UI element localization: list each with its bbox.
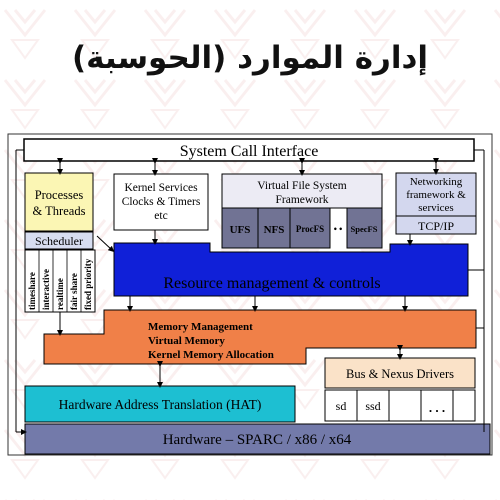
scheduler-box — [24, 231, 94, 250]
ufs-box — [221, 207, 259, 249]
tcpip-box — [395, 215, 477, 235]
sched-class-realtime: realtime — [55, 278, 65, 310]
procfs-box — [289, 207, 331, 249]
hat-label: Hardware Address Translation (HAT) — [59, 397, 262, 412]
driver-more-box — [420, 389, 454, 422]
fs-ellipsis: • • — [334, 224, 343, 234]
etc-label: etc — [154, 210, 167, 222]
vfs-framework-label: Framework — [275, 194, 328, 206]
system-call-interface-label: System Call Interface — [180, 143, 319, 160]
hardware-label: Hardware – SPARC / x86 / x64 — [163, 432, 352, 448]
bus-nexus-box — [324, 357, 476, 389]
driver-ssd-box — [356, 389, 390, 422]
driver-sd-box — [324, 389, 358, 422]
connector-arrows — [15, 149, 485, 435]
memory-management-label: Memory Management — [148, 321, 253, 333]
ufs-label: UFS — [230, 224, 251, 236]
outer-frame — [7, 133, 493, 456]
specfs-box — [346, 207, 383, 249]
hardware-box — [24, 423, 491, 455]
networking-services-label: services — [418, 202, 453, 214]
networking-box — [395, 172, 477, 217]
virtual-memory-label: Virtual Memory — [148, 335, 225, 347]
sched-class-fair-share: fair share — [69, 273, 79, 310]
hat-box — [24, 385, 296, 423]
processes-label: Processes — [35, 188, 84, 202]
nfs-label: NFS — [264, 224, 285, 236]
threads-label: & Threads — [33, 204, 86, 218]
tcpip-label: TCP/IP — [418, 219, 454, 233]
resource-management-box — [113, 242, 469, 297]
procfs-label: ProcFS — [296, 224, 324, 234]
kernel-memory-allocation-label: Kernel Memory Allocation — [148, 349, 274, 361]
networking-label: Networking — [410, 176, 463, 188]
driver-more-label: . . . — [429, 400, 445, 415]
clocks-timers-label: Clocks & Timers — [122, 196, 201, 208]
memory-box — [43, 309, 477, 365]
resource-management-label: Resource management & controls — [163, 275, 380, 292]
sched-class-interactive: interactive — [41, 269, 51, 310]
sched-class-fixed-priority: fixed priority — [83, 258, 93, 310]
driver-blank-box — [388, 389, 422, 422]
networking-framework-label: framework & — [406, 189, 466, 201]
sched-class-timeshare: timeshare — [27, 272, 37, 310]
kernel-services-box — [113, 173, 209, 231]
processes-threads-box — [24, 172, 94, 232]
driver-sd-label: sd — [336, 399, 347, 413]
page-title: إدارة الموارد (الحوسبة) — [71, 40, 429, 76]
driver-end-box — [452, 389, 476, 422]
scheduler-label: Scheduler — [35, 234, 83, 248]
bus-nexus-label: Bus & Nexus Drivers — [346, 367, 454, 381]
specfs-label: SpecFS — [351, 224, 378, 234]
kernel-services-label: Kernel Services — [124, 182, 198, 194]
nfs-box — [257, 207, 291, 249]
vfs-label: Virtual File System — [257, 180, 346, 192]
driver-ssd-label: ssd — [365, 399, 380, 413]
